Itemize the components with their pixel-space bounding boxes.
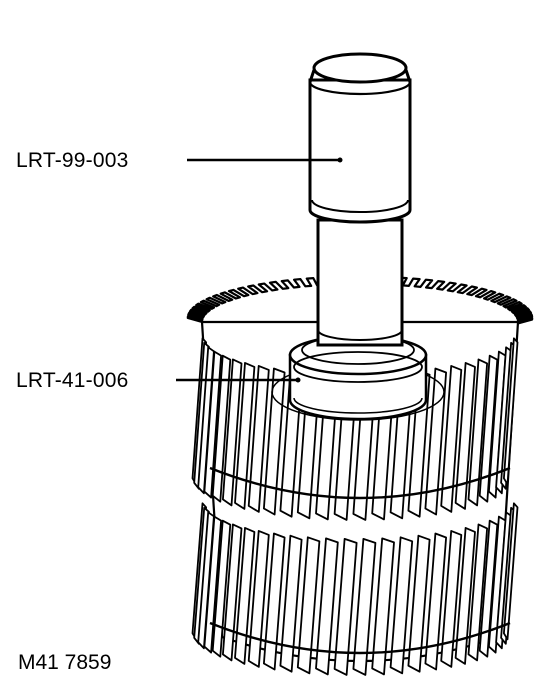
- drift-tool-icon: [308, 52, 412, 347]
- leader-dot-lower: [295, 377, 301, 383]
- figure-reference: M41 7859: [18, 651, 112, 674]
- leader-dot-upper: [337, 157, 343, 163]
- callout-label-lrt-41-006: LRT-41-006: [16, 369, 129, 392]
- double-helical-gear-icon: [186, 275, 534, 676]
- callout-label-lrt-99-003: LRT-99-003: [16, 149, 129, 172]
